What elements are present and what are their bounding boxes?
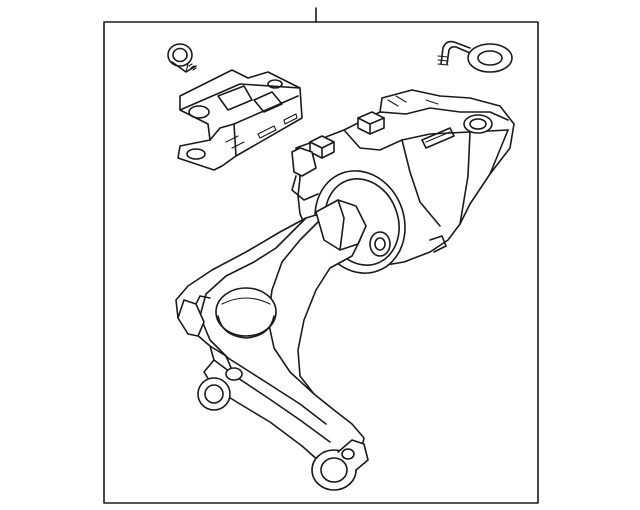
control-arm-assembly [175,199,369,491]
diagram-frame [103,21,539,504]
wire-connector-ring [437,40,513,73]
subframe-bolt [357,111,385,135]
mount-bolt [291,135,335,201]
clip-fastener [167,43,197,73]
ball-joint-boss [311,439,369,491]
heat-shield-bracket [177,69,303,171]
